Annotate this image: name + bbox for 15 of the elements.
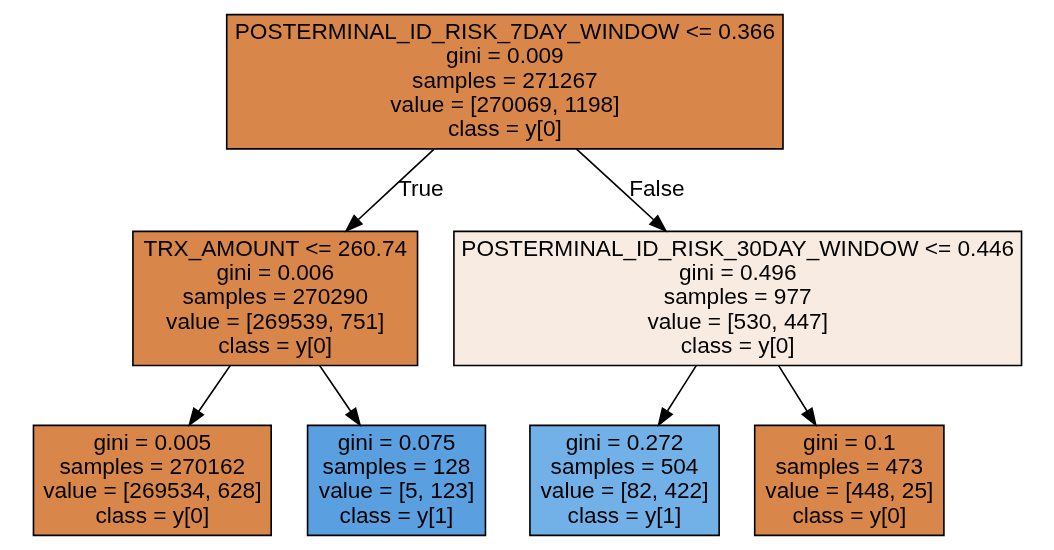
edge-label: True <box>397 176 444 202</box>
node-box: gini = 0.1 samples = 473 value = [448, 25] class = y[0] <box>753 424 945 537</box>
arrow <box>656 364 697 428</box>
node-box: POSTERMINAL_ID_RISK_7DAY_WINDOW <= 0.366 gini = 0.009 samples = 271267 value = [270069, 1198] class = y[0] <box>225 13 784 150</box>
arrow <box>318 364 361 427</box>
arrow <box>575 148 668 233</box>
node-box: POSTERMINAL_ID_RISK_30DAY_WINDOW <= 0.446 gini = 0.496 samples = 977 value = [530, 447] class = y[0] <box>452 230 1022 367</box>
node-box: TRX_AMOUNT <= 260.74 gini = 0.006 samples = 270290 value = [269539, 751] class = y[0] <box>131 230 418 367</box>
node-box: gini = 0.075 samples = 128 value = [5, 123] class = y[1] <box>306 424 486 537</box>
node-box: gini = 0.272 samples = 504 value = [82, 422] class = y[1] <box>528 424 720 537</box>
node-box: gini = 0.005 samples = 270162 value = [269534, 628] class = y[0] <box>32 424 272 537</box>
arrow <box>777 364 817 428</box>
edge-label: False <box>628 176 685 202</box>
arrow <box>343 148 435 233</box>
arrow <box>187 364 231 427</box>
